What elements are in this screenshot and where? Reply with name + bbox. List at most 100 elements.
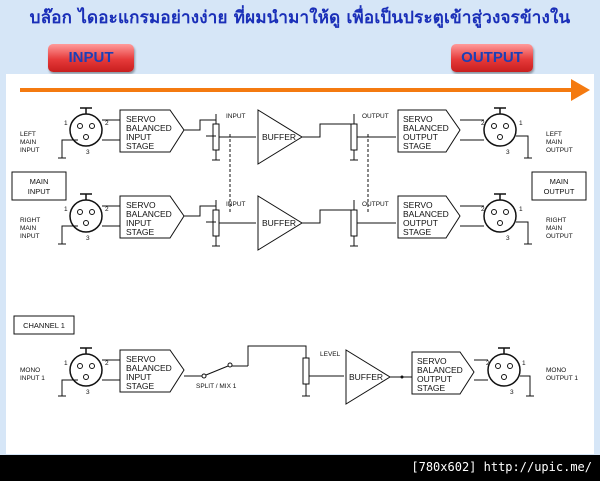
buffer-text: BUFFER [262, 132, 296, 142]
right-input-stage: SERVO BALANCED INPUT STAGE [119, 195, 185, 239]
left-input-pot: INPUT [184, 113, 256, 214]
mono-output-label: OUTPUT 1 [546, 375, 578, 382]
right-output-pot: OUTPUT [336, 200, 396, 247]
pot-label: INPUT [226, 201, 246, 208]
switch-label: SPLIT / MIX 1 [196, 383, 237, 390]
pin-label: 3 [510, 389, 514, 396]
pin-label: 1 [522, 360, 526, 367]
stage-text: BALANCED [126, 209, 172, 219]
box-text: INPUT [28, 187, 51, 196]
box-text: MAIN [30, 177, 49, 186]
pin-label: 1 [519, 206, 523, 213]
pin-label: 2 [105, 120, 109, 127]
footer-bar: [780x602] http://upic.me/ [0, 455, 600, 481]
block-diagram: 1 2 3 LEFT MAIN INPUT SERVO BALANCED INP… [11, 79, 590, 405]
stage-text: STAGE [126, 381, 155, 391]
left-output-stage: SERVO BALANCED OUTPUT STAGE [397, 109, 484, 153]
pin-label: 3 [506, 149, 510, 156]
stage-text: OUTPUT [403, 218, 438, 228]
mono-input-label: MONO [20, 367, 40, 374]
stage-text: BALANCED [417, 365, 463, 375]
pin-label: 3 [86, 149, 90, 156]
page-title: บล๊อก ไดอะแกรมอย่างง่าย ที่ผมนำมาให้ดู เ… [29, 8, 571, 28]
split-mix-switch: SPLIT / MIX 1 [184, 345, 307, 390]
pin-label: 3 [86, 389, 90, 396]
mono-output-jack: 2 1 3 [486, 347, 534, 397]
left-main-output-label: LEFT [546, 131, 562, 138]
right-main-input-label: MAIN [20, 225, 37, 232]
channel-box: CHANNEL 1 [13, 315, 75, 335]
stage-text: BALANCED [403, 209, 449, 219]
signal-flow-arrow [20, 79, 590, 101]
left-input-stage: SERVO BALANCED INPUT STAGE [119, 109, 185, 153]
pot-label: INPUT [226, 113, 246, 120]
pin-label: 1 [64, 360, 68, 367]
stage-text: BALANCED [403, 123, 449, 133]
stage-text: SERVO [403, 114, 433, 124]
right-main-input-jack: 1 2 3 [58, 193, 120, 245]
mono-input-stage: SERVO BALANCED INPUT STAGE [119, 349, 185, 393]
stage-text: BALANCED [126, 363, 172, 373]
right-main-output-label: MAIN [546, 225, 563, 232]
stage-text: STAGE [403, 227, 432, 237]
stage-text: SERVO [126, 200, 156, 210]
left-buffer: BUFFER [257, 109, 336, 165]
mono-output-label: MONO [546, 367, 566, 374]
pot-label: OUTPUT [362, 201, 389, 208]
pot-label: LEVEL [320, 351, 341, 358]
stage-text: STAGE [403, 141, 432, 151]
output-banner: OUTPUT [451, 44, 533, 72]
pin-label: 3 [506, 235, 510, 242]
stage-text: STAGE [126, 227, 155, 237]
watermark: [780x602] http://upic.me/ [411, 460, 592, 474]
stage-text: BALANCED [126, 123, 172, 133]
left-main-input-label: LEFT [20, 131, 36, 138]
box-text: CHANNEL 1 [23, 321, 65, 330]
right-main-output-label: RIGHT [546, 217, 566, 224]
pin-label: 2 [481, 206, 485, 213]
pot-label: OUTPUT [362, 113, 389, 120]
right-main-output-jack: 2 1 3 [481, 193, 532, 245]
mono-input-jack: 1 2 3 [58, 347, 120, 397]
pin-label: 2 [105, 206, 109, 213]
stage-text: STAGE [126, 141, 155, 151]
left-main-output-label: OUTPUT [546, 147, 573, 154]
left-main-output-jack: 2 1 3 [481, 107, 532, 159]
stage-text: SERVO [417, 356, 447, 366]
box-text: MAIN [550, 177, 569, 186]
pin-label: 1 [519, 120, 523, 127]
pin-label: 3 [86, 235, 90, 242]
left-output-pot: OUTPUT [336, 113, 396, 214]
stage-text: OUTPUT [417, 374, 452, 384]
mono-buffer: BUFFER [345, 349, 412, 405]
right-input-pot: INPUT [184, 200, 256, 247]
left-main-input-jack: 1 2 3 [58, 107, 120, 159]
main-input-box: MAIN INPUT [11, 171, 67, 201]
right-main-input-label: INPUT [20, 233, 40, 240]
stage-text: INPUT [126, 372, 152, 382]
left-main-input-label: INPUT [20, 147, 40, 154]
level-pot: LEVEL [302, 351, 344, 397]
pin-label: 2 [481, 120, 485, 127]
pin-label: 1 [64, 120, 68, 127]
stage-text: STAGE [417, 383, 446, 393]
pin-label: 2 [105, 360, 109, 367]
stage-text: OUTPUT [403, 132, 438, 142]
stage-text: INPUT [126, 132, 152, 142]
box-text: OUTPUT [544, 187, 575, 196]
left-main-input-label: MAIN [20, 139, 37, 146]
buffer-text: BUFFER [262, 218, 296, 228]
stage-text: SERVO [126, 354, 156, 364]
buffer-text: BUFFER [349, 372, 383, 382]
mono-input-label: INPUT 1 [20, 375, 45, 382]
stage-text: SERVO [126, 114, 156, 124]
pin-label: 2 [486, 360, 490, 367]
stage-text: INPUT [126, 218, 152, 228]
right-buffer: BUFFER [257, 195, 336, 251]
pin-label: 1 [64, 206, 68, 213]
stage-text: SERVO [403, 200, 433, 210]
input-banner: INPUT [48, 44, 134, 72]
right-main-input-label: RIGHT [20, 217, 40, 224]
diagram-panel: 1 2 3 LEFT MAIN INPUT SERVO BALANCED INP… [6, 74, 594, 454]
mono-output-stage: SERVO BALANCED OUTPUT STAGE [411, 351, 488, 395]
